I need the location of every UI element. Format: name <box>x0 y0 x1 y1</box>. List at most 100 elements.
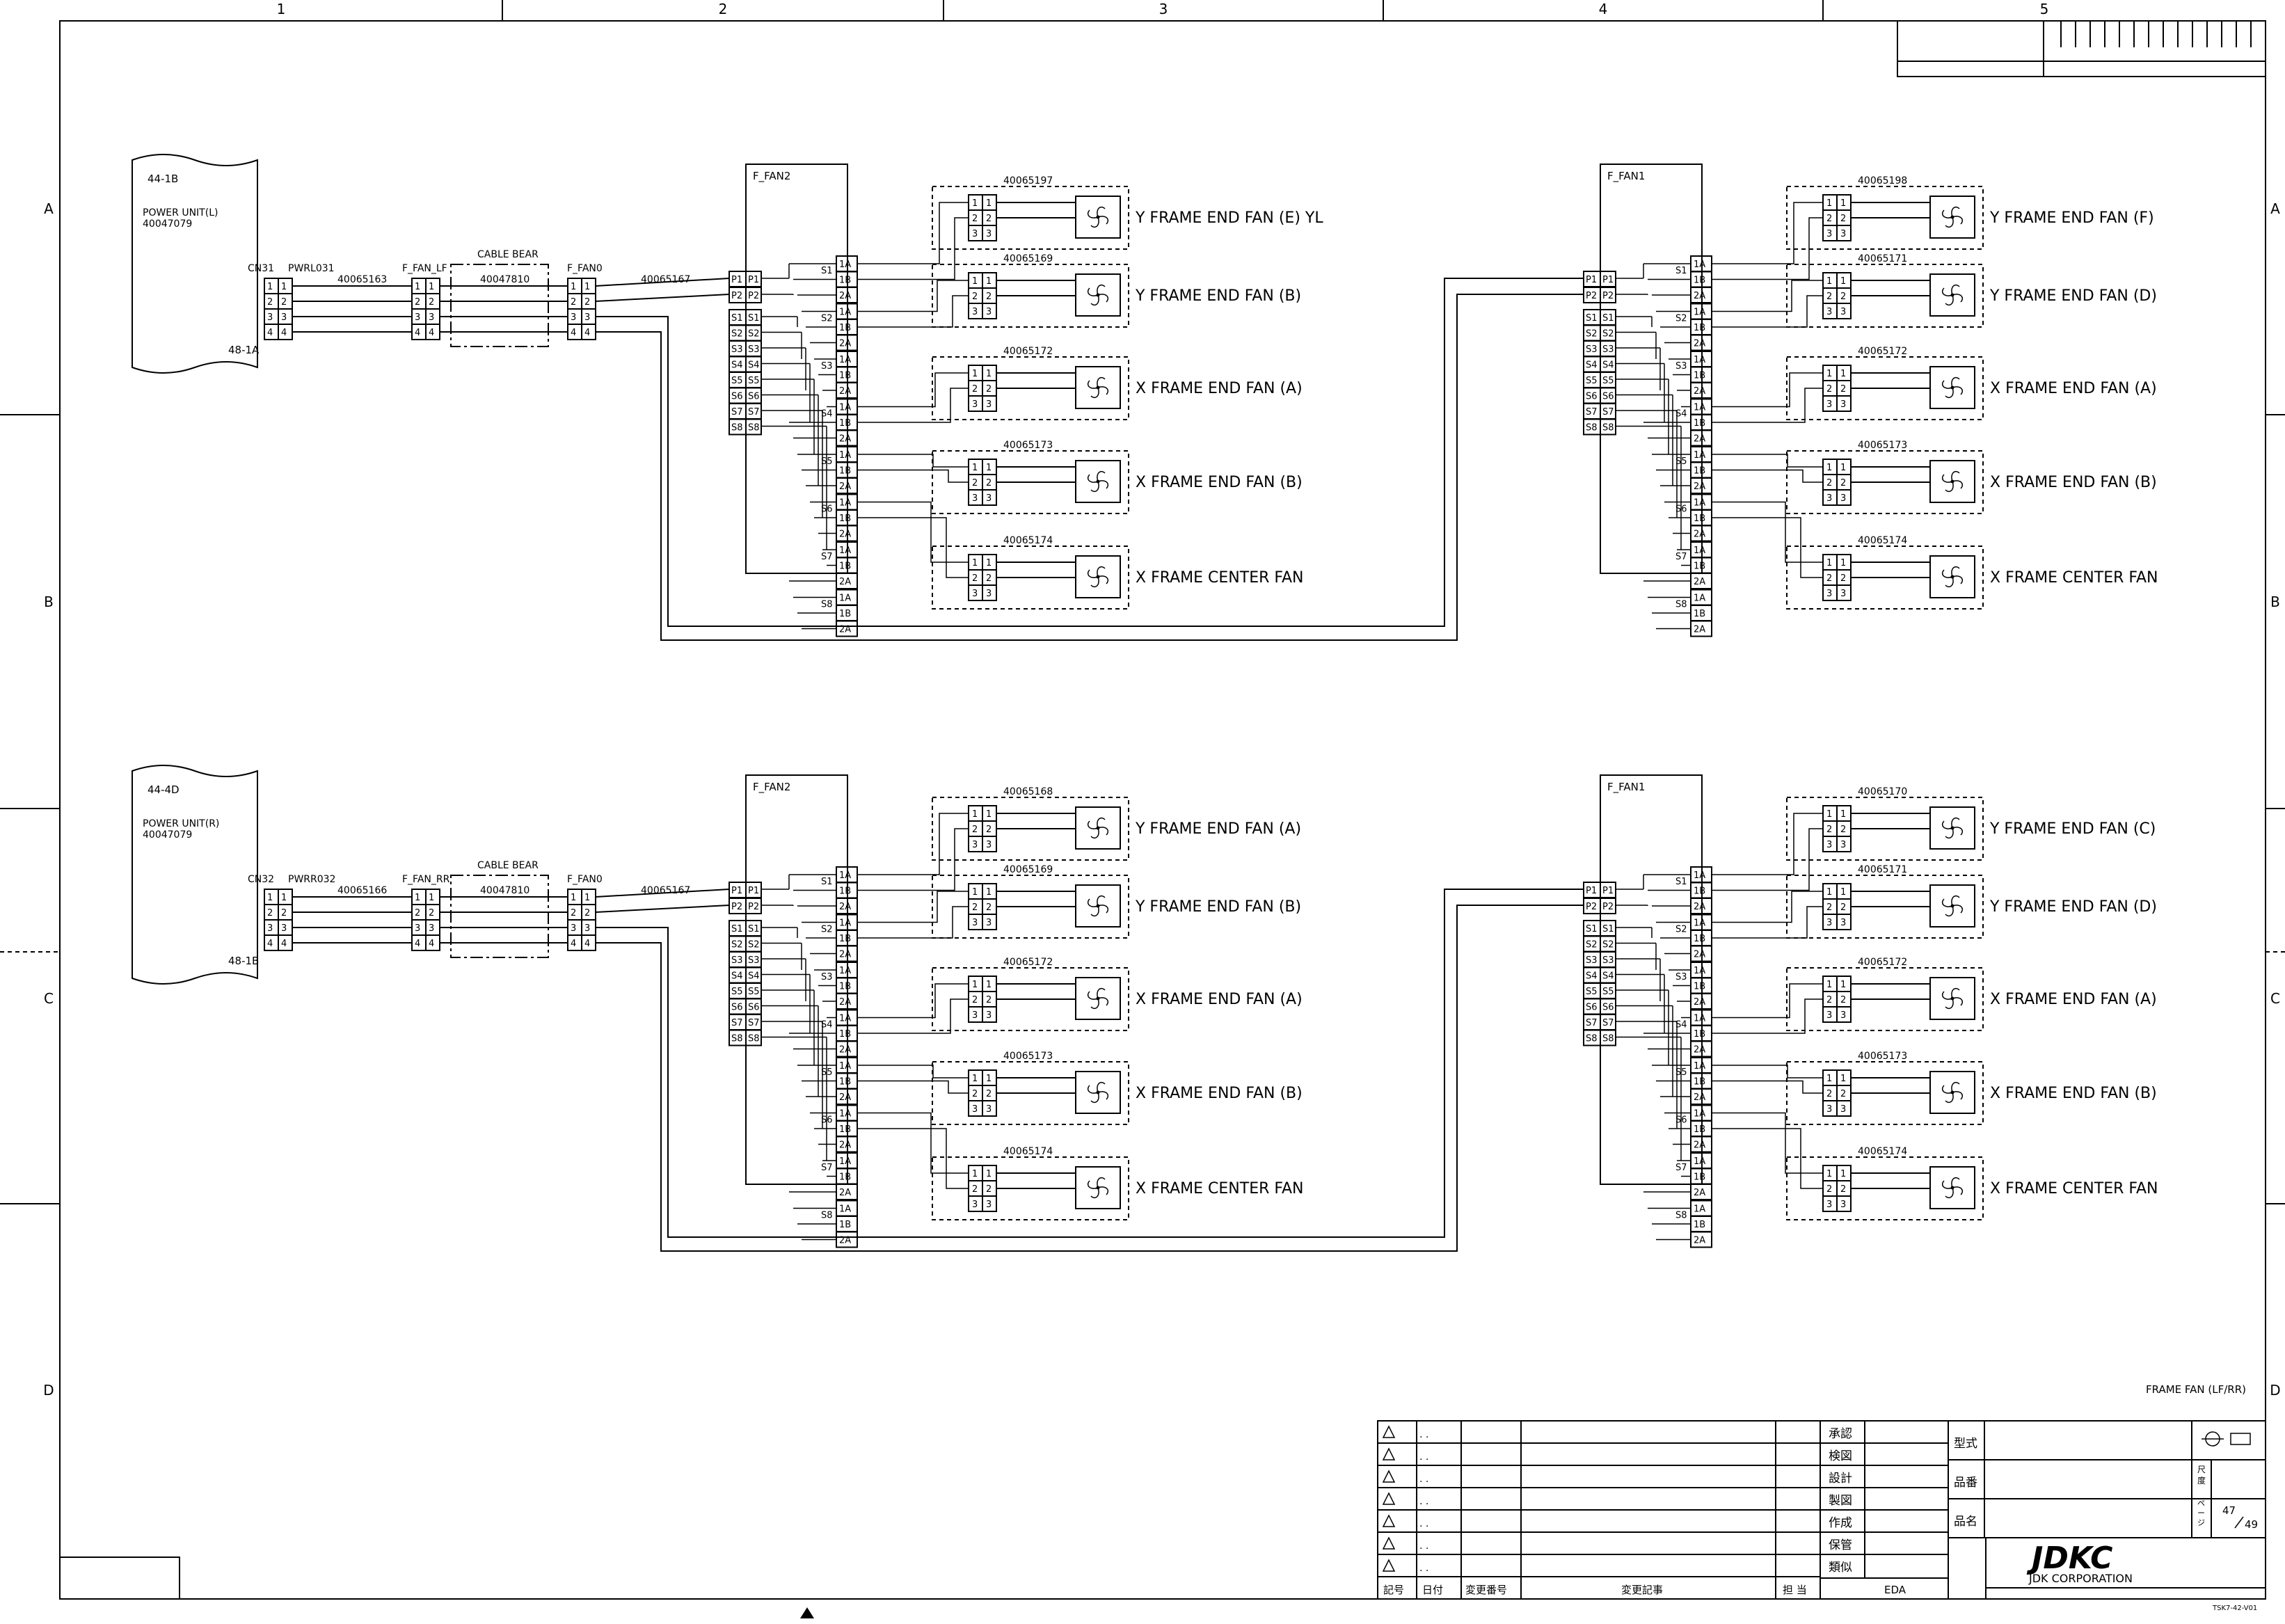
port-pin-label: 2A <box>839 997 851 1008</box>
connector-pin: 2 <box>281 297 287 308</box>
port-pin-label: 1B <box>1694 1172 1705 1183</box>
port-pin-label: 1B <box>1694 1124 1705 1135</box>
fan-name: X FRAME END FAN (B) <box>1990 474 2157 491</box>
fan-part-number: 40065197 <box>1003 175 1053 186</box>
port-pin-label: 2A <box>839 1188 851 1198</box>
fan-pin-label: 2 <box>972 825 978 835</box>
port-label: S2 <box>1675 314 1687 324</box>
fan-motor-box <box>1929 366 1975 409</box>
fan-pin-label: 2 <box>1826 573 1832 584</box>
fan-part-number: 40065172 <box>1003 957 1053 968</box>
row-label: A <box>2270 200 2280 217</box>
fan-part-number: 40065174 <box>1858 1146 1907 1157</box>
fan-dashed-box <box>1786 875 1984 939</box>
pin-cell <box>1600 898 1616 914</box>
port-pin-label: 1B <box>1694 418 1705 429</box>
relay-pin: 2 <box>571 297 576 308</box>
fan-dashed-box <box>932 1061 1129 1125</box>
fan-wire <box>857 1128 969 1189</box>
fan-pin-label: 2 <box>1826 825 1832 835</box>
pin-label: S8 <box>1602 1034 1614 1044</box>
revision-header: 変更番号 <box>1465 1584 1507 1596</box>
pin-cell <box>745 418 762 436</box>
fan-icon <box>1941 987 1964 1010</box>
fan-icon <box>1941 817 1964 839</box>
fan-motor-box <box>1929 977 1975 1020</box>
revision-header: 日付 <box>1422 1584 1443 1596</box>
port-pin-label: 2A <box>1694 1045 1705 1056</box>
pin-label: S8 <box>1602 423 1614 433</box>
relay-label: F_FAN_RR <box>402 874 450 885</box>
fan-pin-cell <box>982 836 997 852</box>
fan-pin-label: 1 <box>972 369 978 379</box>
connector-pin: 2 <box>267 297 273 308</box>
fan-pin-label: 3 <box>1826 1010 1832 1021</box>
fan-part-number: 40065168 <box>1003 786 1053 797</box>
fan-icon <box>1087 284 1109 306</box>
fan-icon-hub <box>1950 904 1954 908</box>
fan-pin-label: 1 <box>1826 276 1832 287</box>
fan-name: X FRAME END FAN (B) <box>1136 1085 1303 1102</box>
fan-pin-label: 3 <box>1840 918 1846 928</box>
port-pin-label: 1B <box>1694 982 1705 992</box>
fan-wire <box>1712 469 1823 483</box>
power-unit-ref: 44-1B <box>148 173 178 185</box>
pin-label: S5 <box>748 987 760 997</box>
pin-label: S1 <box>748 924 760 934</box>
fan-name: Y FRAME END FAN (D) <box>1989 287 2157 305</box>
port-pin-label: 1B <box>1694 934 1705 944</box>
fan-pin-label: 2 <box>1840 1089 1846 1099</box>
relay-pin: 4 <box>429 328 434 338</box>
pin-label: S3 <box>1602 344 1614 355</box>
scale-char: 度 <box>2197 1475 2206 1486</box>
fan-icon <box>1087 1177 1109 1199</box>
pin-label: S7 <box>748 1018 760 1028</box>
fan-pin-label: 3 <box>972 229 978 239</box>
revision-dots: . . <box>1419 1541 1428 1552</box>
drawing-border <box>59 20 2266 1600</box>
power-unit-outline <box>132 765 258 985</box>
port-label: S4 <box>1675 409 1687 420</box>
fan-name: Y FRAME END FAN (B) <box>1135 898 1301 916</box>
port-pin-label: 2A <box>839 481 851 492</box>
fan-pin-label: 1 <box>1826 980 1832 990</box>
pin-label: S7 <box>1586 1018 1598 1028</box>
fan-icon-hub <box>1950 215 1954 219</box>
power-unit-part: 40047079 <box>143 829 192 841</box>
fan-icon <box>1087 895 1109 917</box>
port-pin-label: 1A <box>1694 594 1705 604</box>
port-pin-label: 1B <box>1694 1029 1705 1040</box>
port-pin-label: 1A <box>1694 1014 1705 1024</box>
pin-label: S6 <box>1586 392 1598 402</box>
connector-pin: 4 <box>281 328 287 338</box>
fan-wire <box>857 983 969 1019</box>
fan-motor-box <box>1075 196 1121 239</box>
fan-icon-hub <box>1950 996 1954 1001</box>
revision-dots: . . <box>1419 1474 1428 1485</box>
fan-part-number: 40065172 <box>1858 346 1907 357</box>
revision-triangle <box>1382 1492 1396 1505</box>
fan-pin-label: 2 <box>1840 214 1846 224</box>
fan-pin-label: 1 <box>1840 809 1846 820</box>
port-pin-label: 1B <box>1694 1220 1705 1230</box>
port-label: S4 <box>821 1020 833 1030</box>
company-logo: JDKC <box>2026 1541 2112 1576</box>
fan-dashed-box <box>932 875 1129 939</box>
connector-pin: 3 <box>267 312 273 323</box>
column-label: 3 <box>1159 1 1168 17</box>
fan-motor-box <box>1075 273 1121 317</box>
fan-pin-label: 2 <box>986 995 992 1005</box>
port-pin-label: 1B <box>1694 371 1705 381</box>
fan-icon-hub <box>1096 904 1100 908</box>
field-label: 品名 <box>1954 1515 1977 1529</box>
port-pin-label: 1B <box>1694 466 1705 477</box>
port-pin-label: 2A <box>1694 481 1705 492</box>
projection-symbol <box>2230 1433 2251 1445</box>
port-label: S4 <box>821 409 833 420</box>
fan-pin-label: 2 <box>986 1089 992 1099</box>
fan-pin-label: 1 <box>1826 887 1832 898</box>
fan-dashed-box <box>932 356 1129 420</box>
pin-cell <box>1600 287 1616 303</box>
pin-label: P2 <box>731 902 742 912</box>
fan-pin-label: 1 <box>986 1169 992 1179</box>
